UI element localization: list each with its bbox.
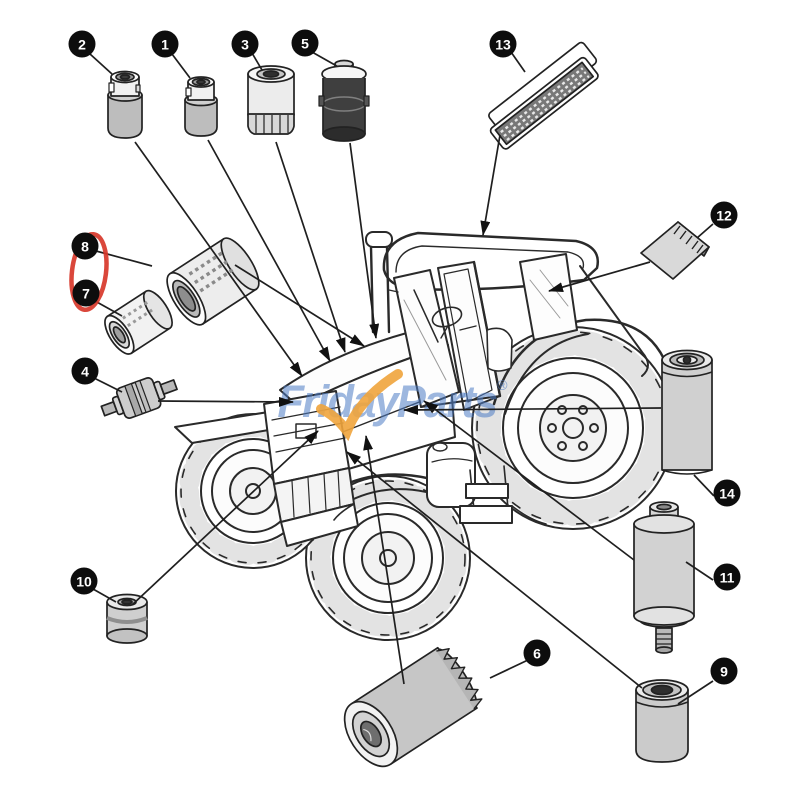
callout-13: 13 [489,30,517,58]
balloon-connector [92,588,117,603]
leader-arrow-part10 [131,430,319,606]
highlight-ellipse [69,231,109,313]
callout-2: 2 [68,30,96,58]
leader-arrow-part9 [346,451,643,689]
callout-5: 5 [291,29,319,57]
callout-1: 1 [151,30,179,58]
leader-arrow-part1 [207,139,331,362]
leader-arrow-part3 [275,141,346,353]
callout-3: 3 [231,30,259,58]
tractor-illustration [174,231,675,641]
balloon-connector [311,51,336,66]
callout-10: 10 [70,567,98,595]
leader-arrow-part13 [480,134,501,236]
leader-arrow-part8 [234,264,365,347]
tractor-underbody [333,442,547,525]
part-7-inner-air-element [104,289,173,355]
balloon-connector [696,223,714,239]
tractor-cab [382,231,649,411]
balloon-connector [685,561,714,581]
part-6-hydraulic-cartridge [343,646,483,768]
leader-arrow-part4 [157,396,294,407]
balloon-connector [94,300,123,317]
part-9-cartridge [635,679,689,763]
callout-8: 8 [71,232,99,260]
leader-lines [89,51,715,705]
leader-arrow-part6 [363,435,405,685]
watermark: FridayParts ® [277,369,510,442]
leader-arrow-part5 [349,142,380,339]
leader-arrow-part11 [423,400,635,561]
part-1-spin-on-filter [184,76,218,137]
balloon-connector [93,377,123,393]
callout-12: 12 [710,201,738,229]
part-2-spin-on-filter [107,70,143,139]
leader-arrow-part14 [403,404,662,415]
rear-fender-inner [504,333,589,415]
part-8-outer-air-element [166,237,260,326]
callout-4: 4 [71,357,99,385]
part-11-element-with-stud [633,501,695,654]
callout-14: 14 [713,479,741,507]
part-12-panel-air-filter [640,221,710,280]
part-5-cartridge-element [318,59,370,142]
callout-11: 11 [713,563,741,591]
balloon-connector [89,53,113,75]
part-13-cab-air-filter [488,41,599,150]
tractor-front-right-wheel [305,475,471,641]
balloon-connector [677,680,714,705]
part-4-inline-fuel-filter [100,377,178,419]
part-14-tall-cartridge [661,349,713,475]
part-10-small-element [106,593,148,644]
leader-arrow-part12 [548,261,651,292]
part-3-spin-on-filter-fluted [247,65,295,135]
callout-9: 9 [710,657,738,685]
balloon-connector [489,659,529,679]
balloon-connector [693,474,715,497]
balloon-connector [251,52,263,71]
balloon-connector [171,53,191,79]
callout-7: 7 [72,279,100,307]
leader-arrow-part2 [134,141,303,377]
checkmark-icon [316,369,403,442]
balloon-connector [510,51,526,73]
callout-6: 6 [523,639,551,667]
